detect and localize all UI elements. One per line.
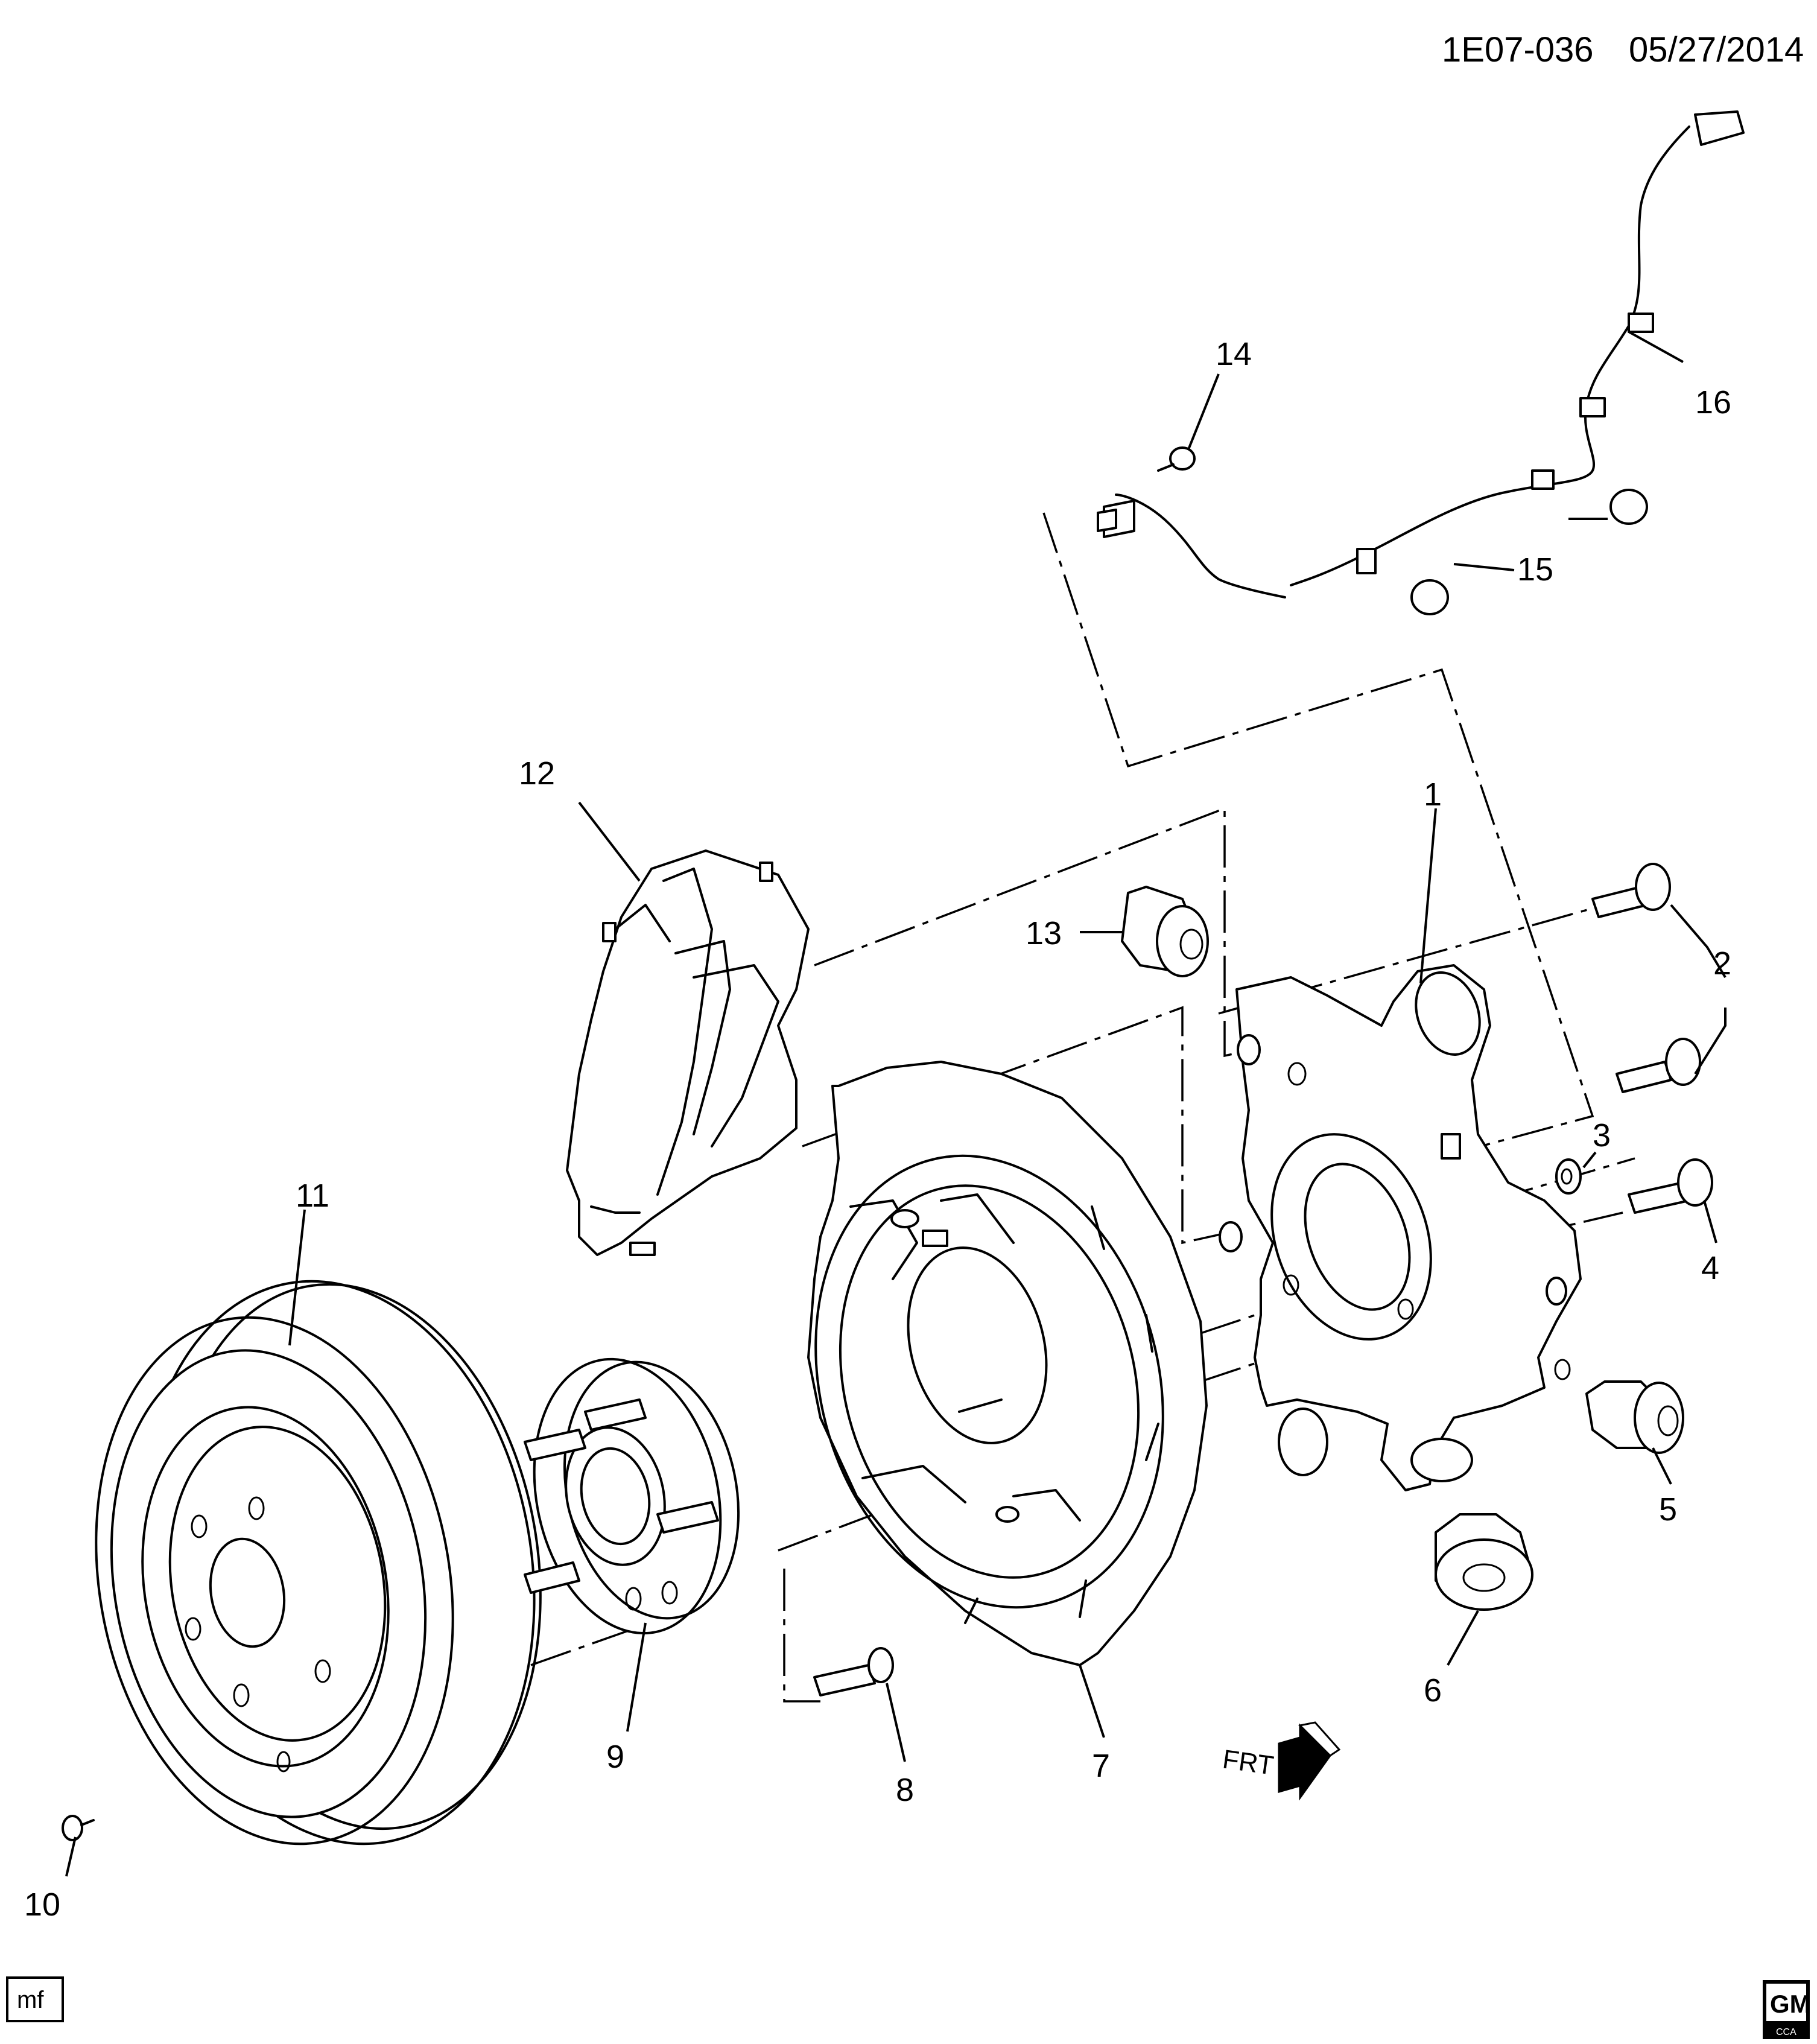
diagram-code: 1E07-036 <box>1442 30 1594 69</box>
knuckle-bolts[interactable] <box>1591 863 1701 1093</box>
wheel-stud[interactable] <box>813 1647 894 1696</box>
brake-rotor[interactable] <box>56 1250 582 1876</box>
callout-15: 15 <box>1517 551 1553 588</box>
diagram-date: 05/27/2014 <box>1629 30 1804 69</box>
frt-label: FRT <box>1221 1744 1276 1780</box>
callout-12: 12 <box>519 755 555 792</box>
callout-9: 9 <box>606 1739 624 1775</box>
callout-1: 1 <box>1424 776 1442 813</box>
callout-16: 16 <box>1695 384 1731 421</box>
harness-clips[interactable] <box>1410 489 1648 615</box>
callout-6: 6 <box>1424 1672 1442 1709</box>
brake-shield[interactable] <box>767 1061 1212 1666</box>
callout-4: 4 <box>1701 1250 1719 1286</box>
alignment-lines <box>530 512 1635 1703</box>
mf-box: mf <box>6 1976 64 2022</box>
leader-lines <box>65 331 1727 1877</box>
lower-bushing[interactable] <box>1435 1513 1533 1611</box>
callout-3: 3 <box>1593 1117 1611 1154</box>
gm-logo-sub: CCA <box>1776 2027 1796 2037</box>
upper-bushing[interactable] <box>1121 886 1209 977</box>
callout-13: 13 <box>1026 915 1062 951</box>
gm-logo: GM CCA <box>1763 1980 1811 2039</box>
callout-11: 11 <box>296 1178 329 1214</box>
knuckle-nut[interactable] <box>1555 1158 1582 1195</box>
callout-5: 5 <box>1659 1491 1677 1528</box>
lower-knuckle-bolt[interactable] <box>1628 1158 1713 1214</box>
mf-label: mf <box>17 1987 44 2013</box>
callouts: 1 2 3 4 5 6 7 8 9 10 11 12 13 14 15 16 <box>24 336 1731 1923</box>
rear-bushing[interactable] <box>1585 1380 1684 1454</box>
callout-14: 14 <box>1216 336 1252 372</box>
front-direction-indicator: FRT <box>1221 1721 1341 1801</box>
sensor-bolt[interactable] <box>1157 446 1196 472</box>
hub-bearing[interactable] <box>510 1342 761 1651</box>
rotor-screw[interactable] <box>62 1815 95 1841</box>
wheel-speed-sensor-harness[interactable] <box>1097 110 1745 598</box>
steering-knuckle[interactable] <box>1219 963 1582 1491</box>
callout-2: 2 <box>1713 945 1731 982</box>
callout-8: 8 <box>896 1772 914 1808</box>
gm-logo-text: GM <box>1770 1990 1811 2018</box>
callout-7: 7 <box>1092 1748 1110 1784</box>
callout-10: 10 <box>24 1887 60 1923</box>
brake-caliper[interactable] <box>566 849 810 1256</box>
front-arrow-face <box>1298 1721 1341 1757</box>
